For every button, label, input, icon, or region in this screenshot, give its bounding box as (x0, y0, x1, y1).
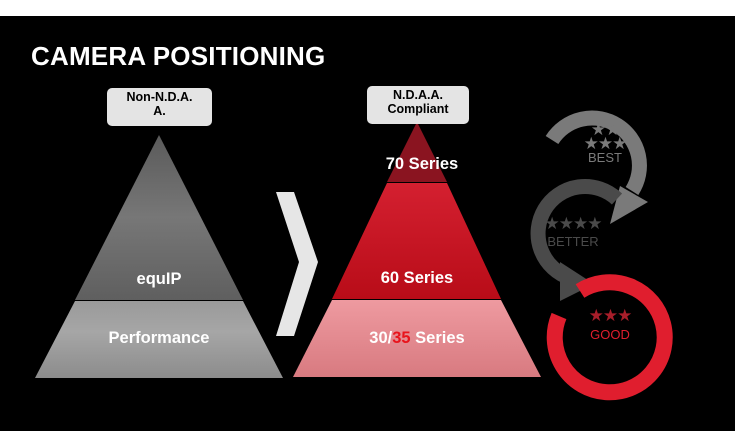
better-stars: ★★★★ (544, 214, 603, 234)
better-label: BETTER (547, 234, 599, 249)
35-highlight: 35 (392, 329, 411, 347)
equip-label: equIP (136, 270, 182, 288)
best-stars-top: ★★ (590, 120, 620, 140)
series-suffix: Series (410, 329, 465, 347)
non-ndaa-tag: Non-N.D.A. A. (107, 88, 212, 126)
ndaa-compliant-tag: N.D.A.A. Compliant (367, 86, 469, 124)
60-series-label: 60 Series (380, 269, 454, 287)
better-ring (530, 179, 623, 301)
ndaa-tag-line2: Compliant (387, 102, 449, 116)
chevron-right-icon (276, 192, 318, 336)
best-label: BEST (588, 150, 622, 165)
70-series-label: 70 Series (385, 155, 459, 173)
non-ndaa-tag-line2: A. (153, 104, 166, 118)
right-pyramid-top-tier (387, 122, 447, 182)
slide: CAMERA POSITIONING (0, 16, 735, 431)
good-ring (546, 274, 673, 401)
best-stars-bottom: ★★★ (583, 134, 628, 154)
slide-title: CAMERA POSITIONING (31, 41, 326, 71)
performance-label: Performance (108, 329, 210, 347)
left-pyramid-top-tier (75, 135, 243, 300)
30-series-prefix: 30/ (369, 329, 393, 347)
diagram-art (35, 110, 673, 401)
non-ndaa-tag-line1: Non-N.D.A. (126, 90, 193, 104)
ndaa-tag-line1: N.D.A.A. (393, 88, 443, 102)
right-pyramid-bottom-tier (293, 300, 541, 377)
good-label: GOOD (590, 327, 630, 342)
right-pyramid-middle-tier (332, 183, 501, 299)
good-stars: ★★★ (588, 306, 633, 326)
left-pyramid-bottom-tier (35, 301, 283, 378)
30-35-series-label: 30/35 Series (337, 329, 497, 348)
